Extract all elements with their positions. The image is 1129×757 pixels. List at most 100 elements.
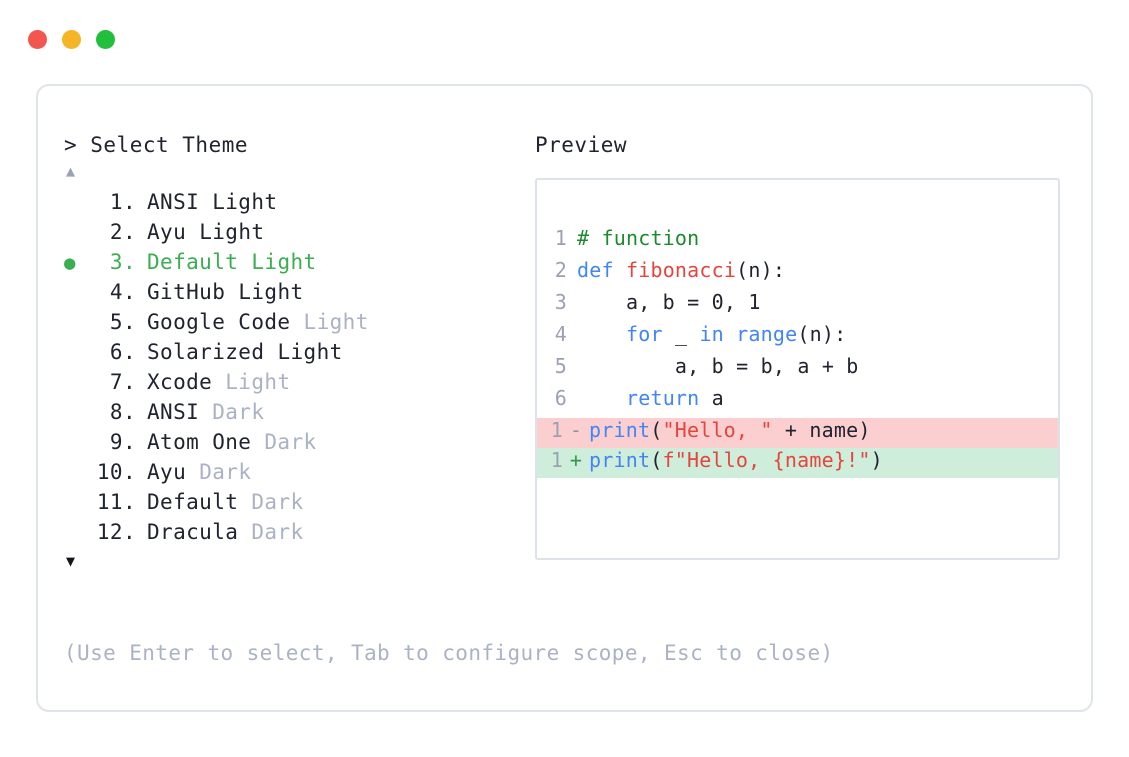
card-columns: > Select Theme ▲ 1.ANSI Light 2.Ayu Ligh… <box>38 86 1091 710</box>
theme-item-variant: Light <box>277 340 343 364</box>
code-line: 3 a, b = 0, 1 <box>537 290 1058 322</box>
diff-line-number: 1 <box>550 418 563 442</box>
bullet-placeholder <box>64 188 90 218</box>
code-token: f"Hello, {name}!" <box>662 448 871 472</box>
theme-list-item[interactable]: 5. Google Code Light <box>64 308 534 338</box>
code-line: 5 a, b = b, a + b <box>537 354 1058 386</box>
code-token: (n): <box>736 258 786 282</box>
theme-list-item[interactable]: 8. ANSI Dark <box>64 398 534 428</box>
theme-item-name: Solarized <box>147 340 278 364</box>
bullet-placeholder <box>64 308 90 338</box>
bullet-placeholder <box>64 398 90 428</box>
code-line-number: 3 <box>554 290 567 314</box>
theme-item-number: 12. <box>96 520 136 544</box>
code-line: 1# function <box>537 226 1058 258</box>
theme-item-number: 11. <box>96 490 136 514</box>
theme-item-number: 3. <box>109 250 136 274</box>
bullet-placeholder <box>64 428 90 458</box>
code-line-text: a, b = 0, 1 <box>577 290 761 314</box>
code-line-text: # function <box>577 226 699 250</box>
theme-item-variant: Light <box>212 190 278 214</box>
theme-item-name: Atom One <box>147 430 265 454</box>
code-token: + name) <box>772 418 871 442</box>
code-line-number: 6 <box>554 386 567 410</box>
theme-selector-column: > Select Theme ▲ 1.ANSI Light 2.Ayu Ligh… <box>64 132 534 574</box>
window-minimize-button[interactable] <box>62 30 81 49</box>
theme-list-item[interactable]: 4.GitHub Light <box>64 278 534 308</box>
preview-label: Preview <box>535 133 628 157</box>
theme-list-item[interactable]: ●3.Default Light <box>64 248 534 278</box>
code-line-text: def fibonacci(n): <box>577 258 785 282</box>
bullet-placeholder <box>64 368 90 398</box>
theme-item-name: Ayu <box>147 460 200 484</box>
bullet-placeholder <box>64 518 90 548</box>
theme-list-item[interactable]: 9. Atom One Dark <box>64 428 534 458</box>
theme-item-variant: Light <box>225 370 291 394</box>
theme-item-variant: Light <box>199 220 265 244</box>
code-token: print <box>589 448 651 472</box>
theme-item-number: 8. <box>109 400 136 424</box>
theme-item-variant: Dark <box>212 400 265 424</box>
code-token: # function <box>577 226 700 250</box>
theme-list-item[interactable]: 12.Dracula Dark <box>64 518 534 548</box>
window-maximize-button[interactable] <box>96 30 115 49</box>
select-theme-prompt: > Select Theme <box>64 133 249 157</box>
code-token: ( <box>650 448 663 472</box>
selected-bullet-icon: ● <box>64 252 76 274</box>
window-close-button[interactable] <box>28 30 47 49</box>
theme-item-name: GitHub <box>147 280 239 304</box>
theme-item-number: 5. <box>109 310 136 334</box>
diff-sign: + <box>569 448 583 472</box>
theme-item-name: Xcode <box>147 370 226 394</box>
code-token: range <box>736 322 798 346</box>
scroll-down-icon[interactable]: ▼ <box>66 552 76 570</box>
bullet-placeholder <box>64 338 90 368</box>
theme-item-name: Dracula <box>147 520 252 544</box>
diff-line-text: print("Hello, " + name) <box>589 418 871 442</box>
code-token: for <box>625 322 663 346</box>
code-line: 2 def fibonacci(n): <box>537 258 1058 290</box>
code-line-number: 5 <box>554 354 567 378</box>
code-line-text: for _ in range(n): <box>577 322 846 346</box>
theme-list-item[interactable]: 1. ANSI Light <box>64 188 534 218</box>
code-line-text: return a <box>577 386 724 410</box>
theme-item-name: Google Code <box>147 310 304 334</box>
bullet-placeholder <box>64 278 90 308</box>
code-token: a, b = 0, 1 <box>577 290 761 314</box>
theme-list-item[interactable]: 7.Xcode Light <box>64 368 534 398</box>
keyboard-hint: (Use Enter to select, Tab to configure s… <box>64 641 834 665</box>
theme-list-item[interactable]: 2.Ayu Light <box>64 218 534 248</box>
diff-line-number: 1 <box>550 448 563 472</box>
theme-item-number: 1. <box>109 190 136 214</box>
bullet-placeholder <box>64 458 90 488</box>
theme-item-number: 9. <box>109 430 136 454</box>
code-line-number: 2 <box>554 258 567 282</box>
code-token <box>577 322 626 346</box>
diff-added-line: 1+print(f"Hello, {name}!") <box>537 448 1058 478</box>
theme-item-name: Default <box>147 250 252 274</box>
theme-item-number: 6. <box>109 340 136 364</box>
diff-sign: - <box>569 418 583 442</box>
code-token: a <box>699 386 724 410</box>
theme-item-variant: Dark <box>199 460 252 484</box>
code-token <box>724 322 736 346</box>
theme-item-number: 2. <box>109 220 136 244</box>
theme-item-variant: Dark <box>251 490 304 514</box>
theme-item-name: ANSI <box>147 190 213 214</box>
code-token: print <box>589 418 651 442</box>
theme-item-variant: Light <box>303 310 369 334</box>
theme-item-variant: Dark <box>264 430 317 454</box>
theme-item-number: 4. <box>109 280 136 304</box>
theme-item-name: ANSI <box>147 400 213 424</box>
code-token: ( <box>650 418 663 442</box>
code-token <box>577 386 626 410</box>
code-line-text: a, b = b, a + b <box>577 354 859 378</box>
scroll-up-icon[interactable]: ▲ <box>66 162 76 180</box>
theme-list-item[interactable]: 6. Solarized Light <box>64 338 534 368</box>
diff-removed-line: 1-print("Hello, " + name) <box>537 418 1058 448</box>
code-line: 4 for _ in range(n): <box>537 322 1058 354</box>
theme-list-item[interactable]: 10.Ayu Dark <box>64 458 534 488</box>
theme-list-item[interactable]: 11.Default Dark <box>64 488 534 518</box>
